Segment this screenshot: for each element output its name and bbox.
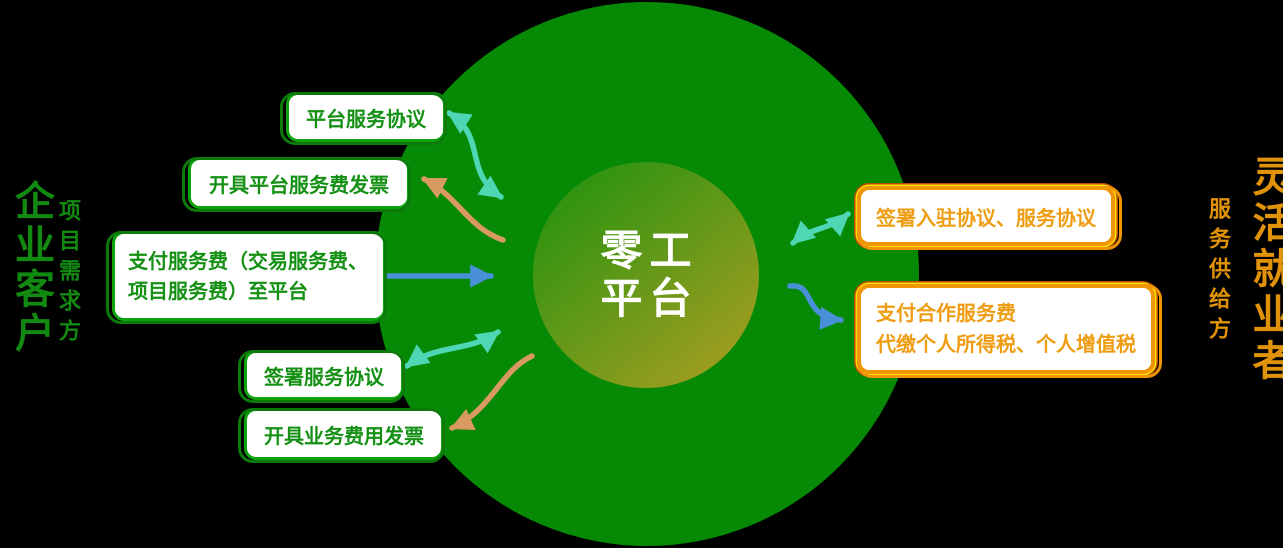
project-demand-side-subtitle: 项目需求方 <box>55 199 80 349</box>
enterprise-customer-title: 企业客户 <box>8 180 54 356</box>
platform-core-circle: 零工 平台 <box>533 162 759 388</box>
box-pay-service-fee: 支付服务费（交易服务费、项目服务费）至平台 <box>106 231 387 324</box>
box-pay-service-fee-label: 支付服务费（交易服务费、项目服务费）至平台 <box>128 249 368 303</box>
box-sign-entry-agreement: 签署入驻协议、服务协议 <box>857 186 1122 250</box>
box-platform-fee-invoice-label: 开具平台服务费发票 <box>209 172 389 197</box>
box-business-invoice-label: 开具业务费用发票 <box>264 423 424 448</box>
box-pay-cooperation-fee-line2: 代缴个人所得税、个人增值税 <box>876 332 1136 356</box>
box-platform-agreement-label: 平台服务协议 <box>306 106 426 131</box>
box-sign-service-agreement: 签署服务协议 <box>238 350 405 403</box>
platform-title-line1: 零工 <box>600 226 699 276</box>
box-platform-fee-invoice: 开具平台服务费发票 <box>182 157 411 212</box>
service-supply-side-subtitle: 服务供给方 <box>1205 197 1230 347</box>
flexible-worker-title: 灵活就业者 <box>1245 155 1283 385</box>
box-sign-service-agreement-label: 签署服务协议 <box>264 364 384 389</box>
platform-title-line2: 平台 <box>600 274 699 323</box>
box-pay-cooperation-fee-line1: 支付合作服务费 <box>876 301 1016 325</box>
box-sign-entry-agreement-label: 签署入驻协议、服务协议 <box>876 205 1096 230</box>
box-business-invoice: 开具业务费用发票 <box>238 408 445 463</box>
box-pay-cooperation-fee: 支付合作服务费 代缴个人所得税、个人增值税 <box>857 284 1162 378</box>
box-platform-agreement: 平台服务协议 <box>280 92 447 145</box>
